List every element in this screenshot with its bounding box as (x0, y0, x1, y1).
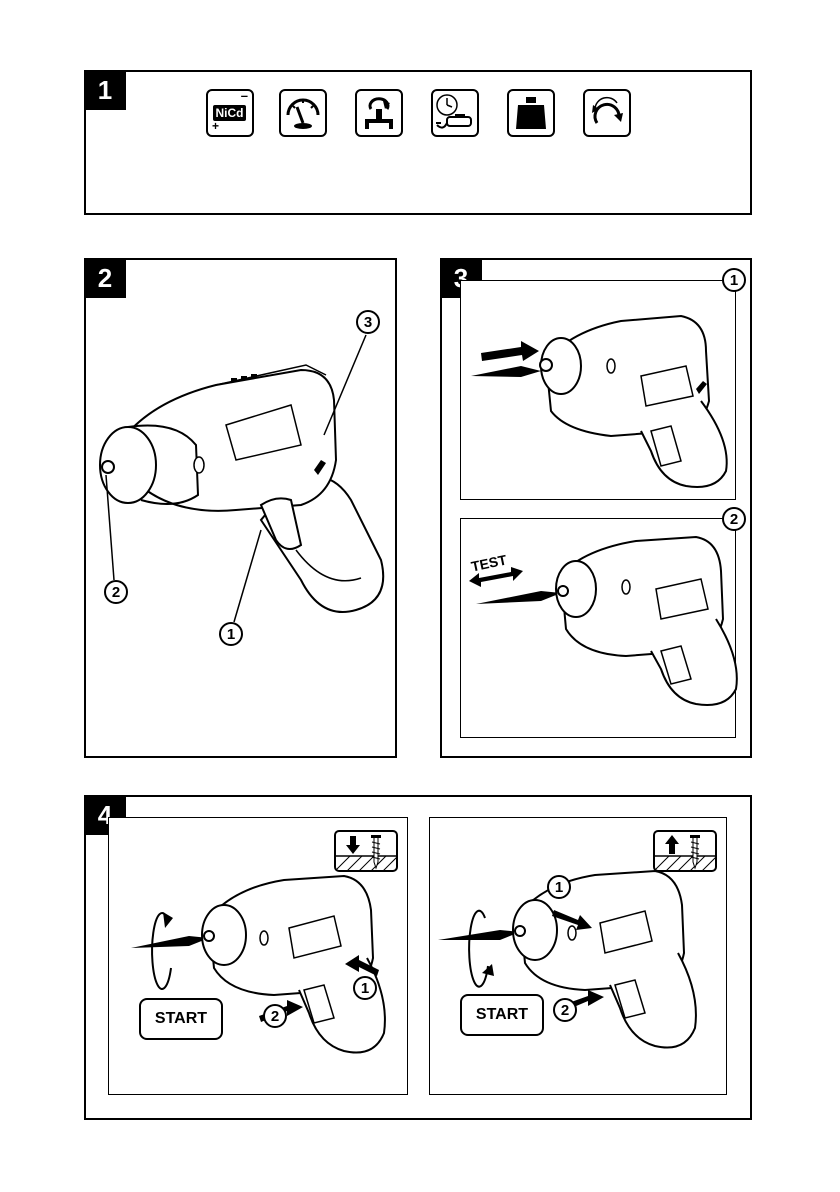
rotation-direction-icon (583, 89, 631, 137)
step-1-frame (460, 280, 736, 500)
panel-4: 4 (84, 795, 752, 1120)
callout-2: 2 (263, 1004, 287, 1028)
screwdriver-illustration (86, 260, 399, 760)
nicd-battery-icon: – NiCd + (206, 89, 254, 137)
callout-2: 2 (104, 580, 128, 604)
reverse-drive-illustration (430, 818, 728, 1096)
panel-3: 3 1 (440, 258, 752, 758)
panel-1: 1 – NiCd + (84, 70, 752, 215)
panel-2: 2 3 2 1 (84, 258, 397, 758)
spindle-rotation-icon (355, 89, 403, 137)
step-1-callout: 1 (722, 268, 746, 292)
reverse-rotation-frame: START 1 2 (429, 817, 727, 1095)
torque-gauge-icon (279, 89, 327, 137)
panel-number: 1 (84, 70, 126, 110)
callout-3: 3 (356, 310, 380, 334)
charging-time-icon (431, 89, 479, 137)
battery-plus: + (212, 119, 219, 133)
forward-rotation-frame: START 1 2 (108, 817, 408, 1095)
weight-icon (507, 89, 555, 137)
insert-bit-illustration (461, 281, 737, 501)
forward-drive-illustration (109, 818, 409, 1096)
callout-1: 1 (353, 976, 377, 1000)
callout-1: 1 (219, 622, 243, 646)
callout-1: 1 (547, 875, 571, 899)
start-button: START (460, 994, 544, 1036)
start-button: START (139, 998, 223, 1040)
callout-2: 2 (553, 998, 577, 1022)
step-2-frame: TEST (460, 518, 736, 738)
battery-minus: – (241, 88, 248, 103)
step-2-callout: 2 (722, 507, 746, 531)
